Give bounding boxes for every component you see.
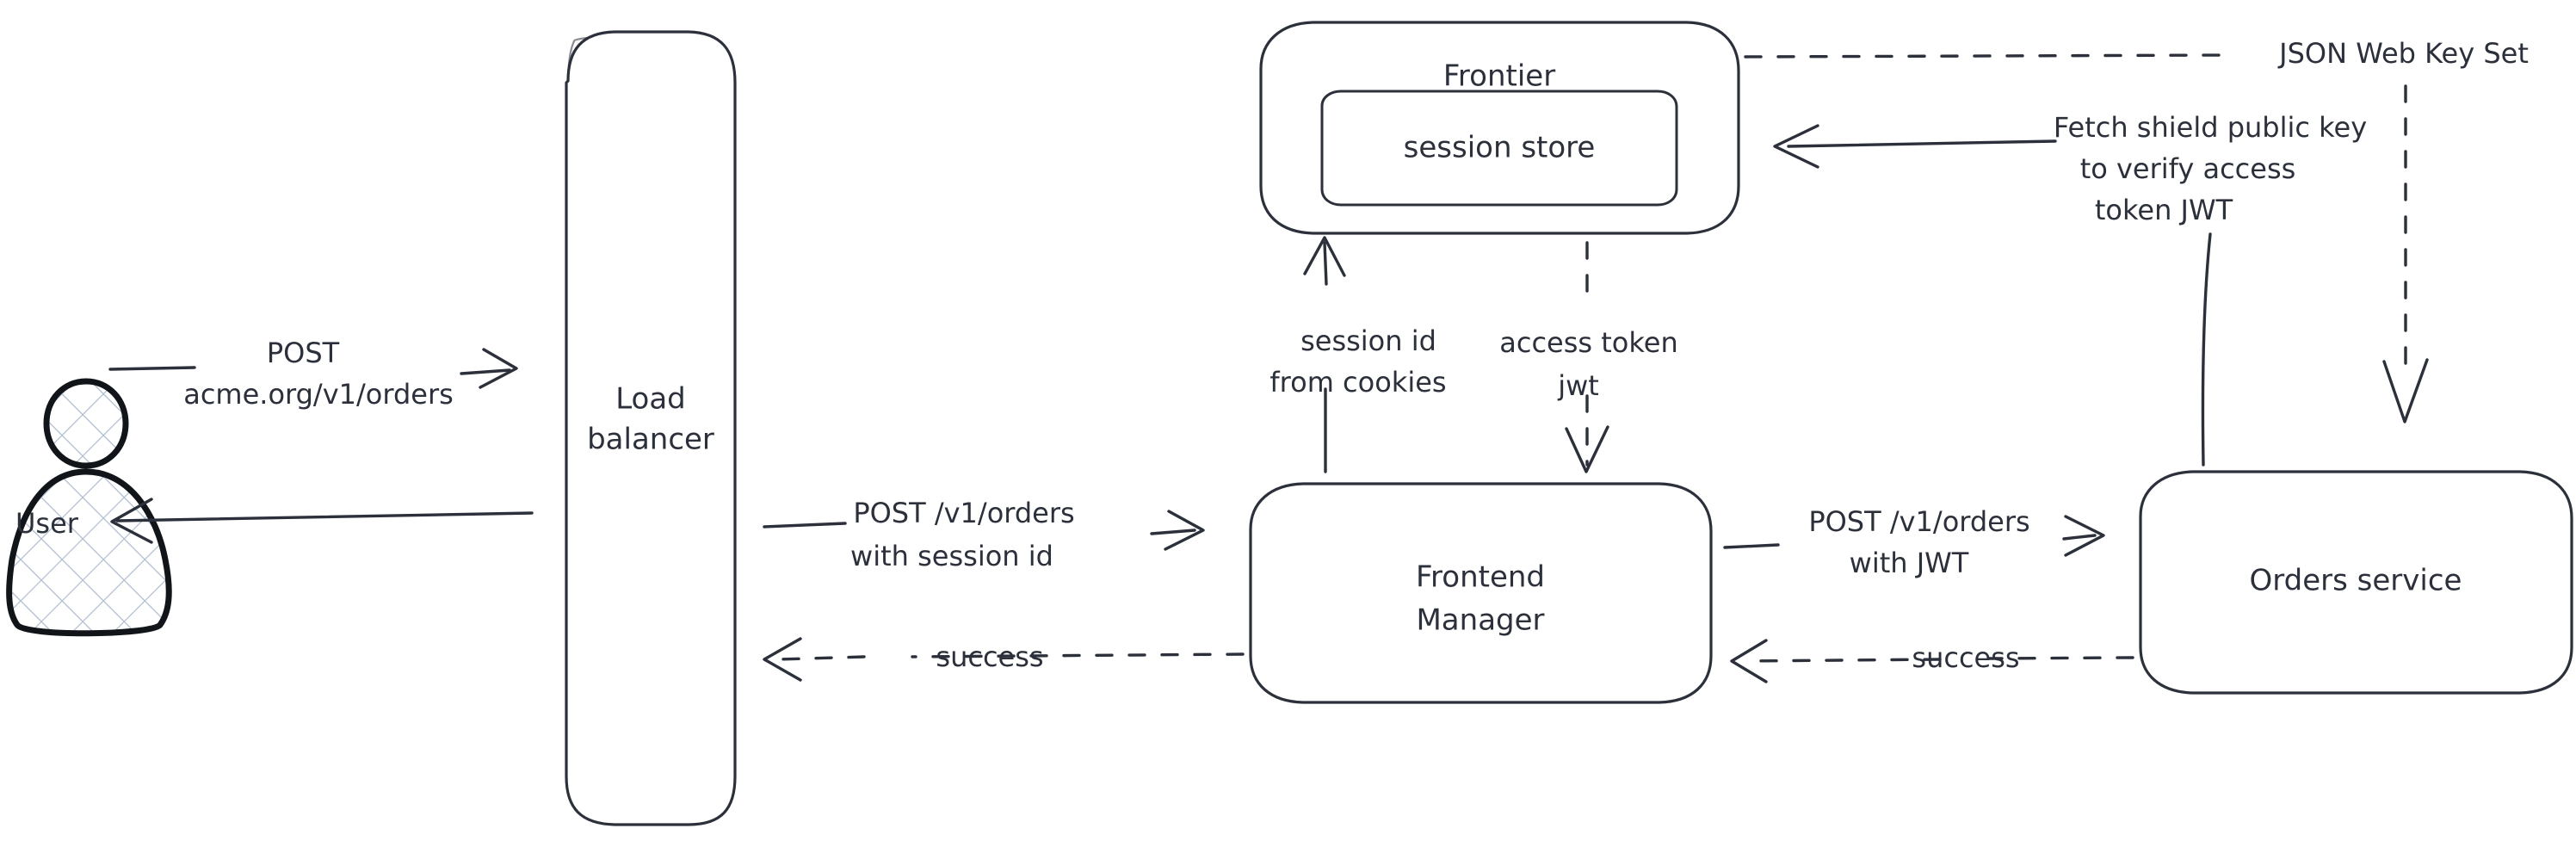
edge-fm-to-lb-label: success bbox=[936, 640, 1043, 673]
edge-orders-to-frontier-label-line2: to verify access bbox=[2080, 152, 2296, 185]
node-frontend-manager-label-line2: Manager bbox=[1416, 603, 1544, 638]
node-load-balancer[interactable]: Load balancer bbox=[565, 30, 737, 826]
actor-user-label: User bbox=[15, 507, 79, 540]
edge-fm-to-frontier-label-line1: session id bbox=[1300, 325, 1436, 357]
edge-orders-service-to-frontend-manager: success bbox=[1730, 639, 2134, 683]
node-orders-service-label: Orders service bbox=[2250, 564, 2462, 598]
node-frontend-manager[interactable]: Frontend Manager bbox=[1249, 482, 1713, 704]
edge-orders-to-frontier-label-line3: token JWT bbox=[2095, 194, 2233, 226]
edge-frontier-to-orders-label: JSON Web Key Set bbox=[2277, 37, 2529, 70]
edge-lb-to-fm-label-line2: with session id bbox=[850, 540, 1053, 572]
edge-user-to-lb-label-line2: acme.org/v1/orders bbox=[183, 378, 454, 411]
edge-frontier-to-fm-label-line1: access token bbox=[1499, 326, 1677, 359]
edge-frontier-to-orders-service: JSON Web Key Set bbox=[1744, 37, 2529, 424]
edge-frontend-manager-to-orders-service: POST /v1/orders with JWT bbox=[1723, 505, 2105, 579]
edge-fm-to-orders-label-line2: with JWT bbox=[1850, 547, 1969, 579]
edge-fm-to-frontier-label-line2: from cookies bbox=[1269, 366, 1446, 399]
node-frontier[interactable]: Frontier session store bbox=[1259, 21, 1740, 235]
node-session-store[interactable]: session store bbox=[1320, 90, 1678, 207]
edge-orders-service-to-frontier: Fetch shield public key to verify access… bbox=[1773, 111, 2367, 467]
edge-user-to-lb-label-line1: POST bbox=[267, 337, 340, 369]
node-frontend-manager-label-line1: Frontend bbox=[1416, 560, 1545, 595]
edge-load-balancer-to-frontend-manager: POST /v1/orders with session id bbox=[763, 497, 1205, 572]
node-load-balancer-label-line2: balancer bbox=[587, 423, 714, 457]
edge-lb-to-fm-label-line1: POST /v1/orders bbox=[853, 497, 1074, 529]
edge-orders-to-fm-label: success bbox=[1912, 641, 2019, 674]
edge-frontend-manager-to-load-balancer: success bbox=[763, 637, 1245, 682]
node-frontier-label: Frontier bbox=[1443, 59, 1555, 94]
edge-load-balancer-to-user bbox=[110, 498, 534, 544]
actor-user[interactable]: User bbox=[6, 378, 172, 637]
node-load-balancer-label-line1: Load bbox=[615, 382, 686, 417]
node-orders-service[interactable]: Orders service bbox=[2139, 470, 2573, 695]
edge-user-to-load-balancer: POST acme.org/v1/orders bbox=[108, 337, 518, 411]
edge-frontend-manager-to-frontier: session id from cookies bbox=[1269, 236, 1447, 473]
node-session-store-label: session store bbox=[1404, 131, 1596, 165]
edge-orders-to-frontier-label-line1: Fetch shield public key bbox=[2054, 111, 2367, 144]
edge-frontier-to-fm-label-line2: jwt bbox=[1557, 369, 1599, 402]
edge-fm-to-orders-label-line1: POST /v1/orders bbox=[1808, 505, 2029, 538]
edge-frontier-to-frontend-manager: access token jwt bbox=[1499, 241, 1678, 473]
